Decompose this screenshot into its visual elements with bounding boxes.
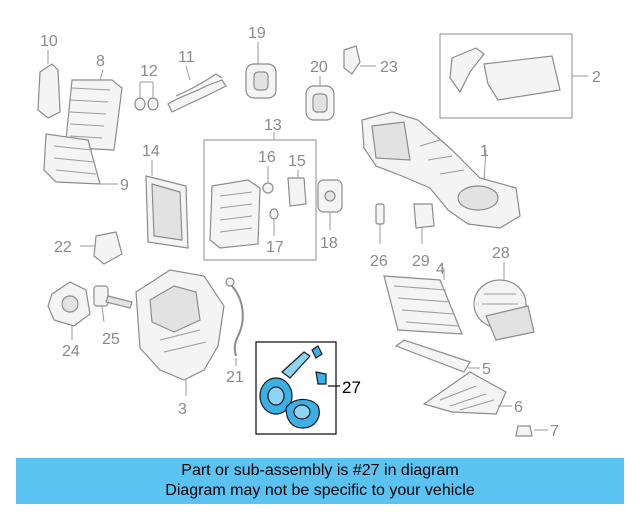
callout-4: 4: [436, 261, 445, 278]
callout-26: 26: [370, 253, 388, 270]
callout-11: 11: [178, 49, 195, 66]
callout-27-highlighted: 27: [342, 378, 361, 397]
callout-13: 13: [264, 117, 282, 134]
callout-3: 3: [178, 401, 187, 418]
callout-21: 21: [226, 369, 244, 386]
part-5-seal-strip: [394, 339, 480, 373]
callout-22: 22: [54, 239, 72, 256]
part-1-housing: [361, 111, 521, 229]
part-12-o-rings: [134, 81, 159, 111]
caption-banner: Part or sub-assembly is #27 in diagram D…: [16, 458, 624, 504]
callout-10: 10: [40, 33, 58, 50]
part-10-bracket: [37, 50, 61, 119]
callout-24: 24: [62, 343, 80, 360]
callout-19: 19: [248, 25, 266, 42]
part-26-sensor: [375, 203, 385, 244]
part-7-screw: [515, 425, 548, 437]
caption-line-2: Diagram may not be specific to your vehi…: [165, 482, 475, 499]
part-27-highlighted-assembly: [255, 341, 340, 435]
part-11-ac-line: [167, 65, 227, 113]
part-28-blower-motor: [473, 262, 535, 341]
callout-16: 16: [258, 149, 276, 166]
part-25-resistor: [93, 285, 133, 323]
part-23-clip: [343, 45, 376, 75]
callout-9: 9: [120, 177, 129, 194]
callout-12: 12: [140, 63, 158, 80]
part-3-housing: [135, 269, 225, 396]
callout-17: 17: [266, 239, 284, 256]
part-4-cabin-filter: [383, 268, 463, 335]
part-13-assembly-box: [203, 132, 317, 261]
callout-8: 8: [96, 53, 105, 70]
callout-28: 28: [492, 245, 510, 262]
part-24-motor: [47, 281, 91, 340]
callout-1: 1: [480, 143, 489, 160]
callout-5: 5: [482, 361, 491, 378]
part-20-grommet: [305, 76, 335, 121]
callout-23: 23: [380, 59, 398, 76]
callout-20: 20: [310, 59, 328, 76]
caption-line-1: Part or sub-assembly is #27 in diagram: [181, 462, 459, 479]
part-6-tray: [422, 371, 512, 415]
part-18-actuator: [317, 179, 343, 230]
part-29-actuator: [413, 203, 435, 244]
callout-2: 2: [592, 69, 601, 86]
part-2-cover: [439, 33, 588, 119]
part-14-filter-frame: [145, 160, 189, 249]
callout-14: 14: [142, 143, 160, 160]
part-22-clip: [80, 231, 123, 265]
callout-18: 18: [320, 235, 338, 252]
callout-6: 6: [514, 399, 523, 416]
callout-25: 25: [102, 331, 120, 348]
part-9-filter: [43, 133, 118, 185]
part-19-grommet: [245, 42, 277, 99]
callout-29: 29: [412, 253, 430, 270]
parts-diagram: 10 8 12 11 19 20 23: [37, 25, 601, 440]
callout-7: 7: [550, 423, 559, 440]
callout-15: 15: [288, 153, 306, 170]
part-21-hose: [225, 277, 244, 366]
